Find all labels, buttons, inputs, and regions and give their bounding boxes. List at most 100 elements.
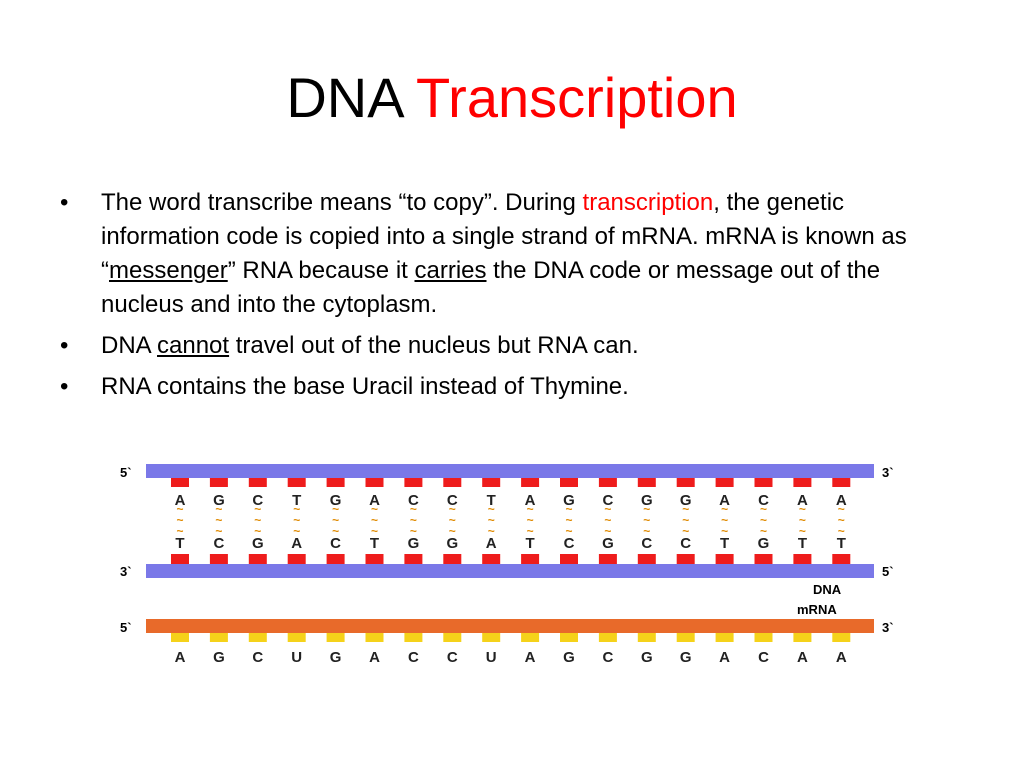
base-pair-mark: ~ bbox=[176, 502, 183, 516]
dna-base-tab bbox=[598, 554, 617, 564]
dna-base-tab bbox=[832, 554, 851, 564]
mrna-base-letter: G bbox=[213, 649, 225, 666]
dna-top-backbone bbox=[146, 464, 874, 478]
slide-title: DNA Transcription bbox=[0, 62, 1024, 134]
keyword-carries: carries bbox=[414, 257, 487, 284]
base-pair-mark: ~ bbox=[838, 513, 845, 527]
strand-end-label: 5` bbox=[120, 620, 132, 635]
title-dna: DNA bbox=[286, 66, 402, 129]
dna-base-tab bbox=[482, 478, 501, 487]
dna-base-letter: C bbox=[602, 492, 613, 509]
mrna-base-tab bbox=[404, 633, 423, 642]
dna-base-tab bbox=[521, 554, 540, 564]
mrna-base-letter: A bbox=[797, 649, 808, 666]
base-pair-mark: ~ bbox=[643, 524, 650, 538]
dna-base-tab bbox=[521, 478, 540, 487]
bullet-text: , the genetic information code is copied… bbox=[101, 189, 907, 284]
dna-base-letter: G bbox=[213, 492, 225, 509]
dna-base-letter: C bbox=[641, 535, 652, 552]
dna-base-letter: G bbox=[330, 492, 342, 509]
mrna-base-tab bbox=[793, 633, 812, 642]
dna-base-tab bbox=[404, 554, 423, 564]
mrna-base-tab bbox=[676, 633, 695, 642]
dna-base-letter: A bbox=[369, 492, 380, 509]
mrna-base-letter: C bbox=[408, 649, 419, 666]
dna-base-tab bbox=[715, 554, 734, 564]
base-pair-mark: ~ bbox=[488, 502, 495, 516]
strand-end-label: 3` bbox=[882, 465, 894, 480]
dna-base-tab bbox=[365, 554, 384, 564]
dna-base-tab bbox=[365, 478, 384, 487]
base-pair-mark: ~ bbox=[215, 524, 222, 538]
base-pair-mark: ~ bbox=[799, 502, 806, 516]
bullet-text: RNA contains the base Uracil instead of … bbox=[101, 373, 629, 400]
dna-base-tab bbox=[171, 554, 189, 564]
mrna-base-tab bbox=[521, 633, 540, 642]
mrna-base-tab bbox=[715, 633, 734, 642]
base-pair-mark: ~ bbox=[682, 524, 689, 538]
dna-base-letter: A bbox=[797, 492, 808, 509]
base-pair-mark: ~ bbox=[721, 502, 728, 516]
bullet-text: ” RNA because it bbox=[227, 257, 415, 284]
keyword-cannot: cannot bbox=[157, 332, 230, 359]
dna-base-tab bbox=[676, 478, 695, 487]
strand-end-label: 5` bbox=[120, 465, 132, 480]
base-pair-mark: ~ bbox=[799, 524, 806, 538]
bullet-item: • DNA cannot travel out of the nucleus b… bbox=[60, 329, 940, 363]
base-pair-mark: ~ bbox=[604, 524, 611, 538]
mrna-label: mRNA bbox=[797, 602, 837, 617]
dna-base-letter: G bbox=[408, 535, 420, 552]
base-pair-mark: ~ bbox=[215, 513, 222, 527]
base-pair-mark: ~ bbox=[838, 502, 845, 516]
base-pair-mark: ~ bbox=[176, 524, 183, 538]
bullet-text: The word transcribe means “to copy”. Dur… bbox=[101, 189, 583, 216]
dna-base-letter: C bbox=[758, 492, 769, 509]
dna-base-letter: T bbox=[526, 535, 535, 552]
dna-base-tab bbox=[560, 478, 578, 487]
dna-base-tab bbox=[482, 554, 501, 564]
mrna-base-tab bbox=[287, 633, 306, 642]
dna-base-letter: T bbox=[370, 535, 379, 552]
dna-base-tab bbox=[637, 478, 656, 487]
base-pair-mark: ~ bbox=[176, 513, 183, 527]
dna-base-letter: T bbox=[487, 492, 496, 509]
dna-base-letter: C bbox=[408, 492, 419, 509]
mrna-base-letter: A bbox=[719, 649, 730, 666]
base-pair-mark: ~ bbox=[604, 513, 611, 527]
dna-base-letter: T bbox=[292, 492, 301, 509]
dna-base-letter: G bbox=[563, 492, 575, 509]
base-pair-mark: ~ bbox=[799, 513, 806, 527]
base-pair-mark: ~ bbox=[332, 513, 339, 527]
dna-base-letter: T bbox=[798, 535, 807, 552]
dna-base-letter: C bbox=[680, 535, 691, 552]
keyword-messenger: messenger bbox=[109, 257, 228, 284]
base-pair-mark: ~ bbox=[604, 502, 611, 516]
bullet-text: DNA bbox=[101, 332, 158, 359]
base-pair-mark: ~ bbox=[254, 502, 261, 516]
bullet-marker: • bbox=[60, 332, 69, 359]
base-pair-mark: ~ bbox=[760, 524, 767, 538]
dna-base-tab bbox=[715, 478, 734, 487]
base-pair-mark: ~ bbox=[565, 513, 572, 527]
mrna-base-tab bbox=[326, 633, 345, 642]
mrna-base-letter: G bbox=[563, 649, 575, 666]
mrna-base-tab bbox=[560, 633, 578, 642]
mrna-base-letter: G bbox=[330, 649, 342, 666]
dna-base-tab bbox=[560, 554, 578, 564]
base-pair-mark: ~ bbox=[293, 502, 300, 516]
mrna-base-tab bbox=[171, 633, 189, 642]
dna-base-tab bbox=[248, 554, 267, 564]
dna-base-letter: T bbox=[175, 535, 184, 552]
dna-base-letter: G bbox=[446, 535, 458, 552]
dna-base-tab bbox=[754, 554, 773, 564]
dna-base-letter: A bbox=[175, 492, 186, 509]
base-pair-mark: ~ bbox=[527, 502, 534, 516]
bullet-item: • RNA contains the base Uracil instead o… bbox=[60, 370, 940, 404]
mrna-base-tab bbox=[443, 633, 462, 642]
base-pair-mark: ~ bbox=[527, 513, 534, 527]
mrna-base-letter: A bbox=[836, 649, 847, 666]
mrna-base-tab bbox=[248, 633, 267, 642]
base-pair-mark: ~ bbox=[682, 513, 689, 527]
dna-base-tab bbox=[287, 554, 306, 564]
base-pair-mark: ~ bbox=[410, 502, 417, 516]
